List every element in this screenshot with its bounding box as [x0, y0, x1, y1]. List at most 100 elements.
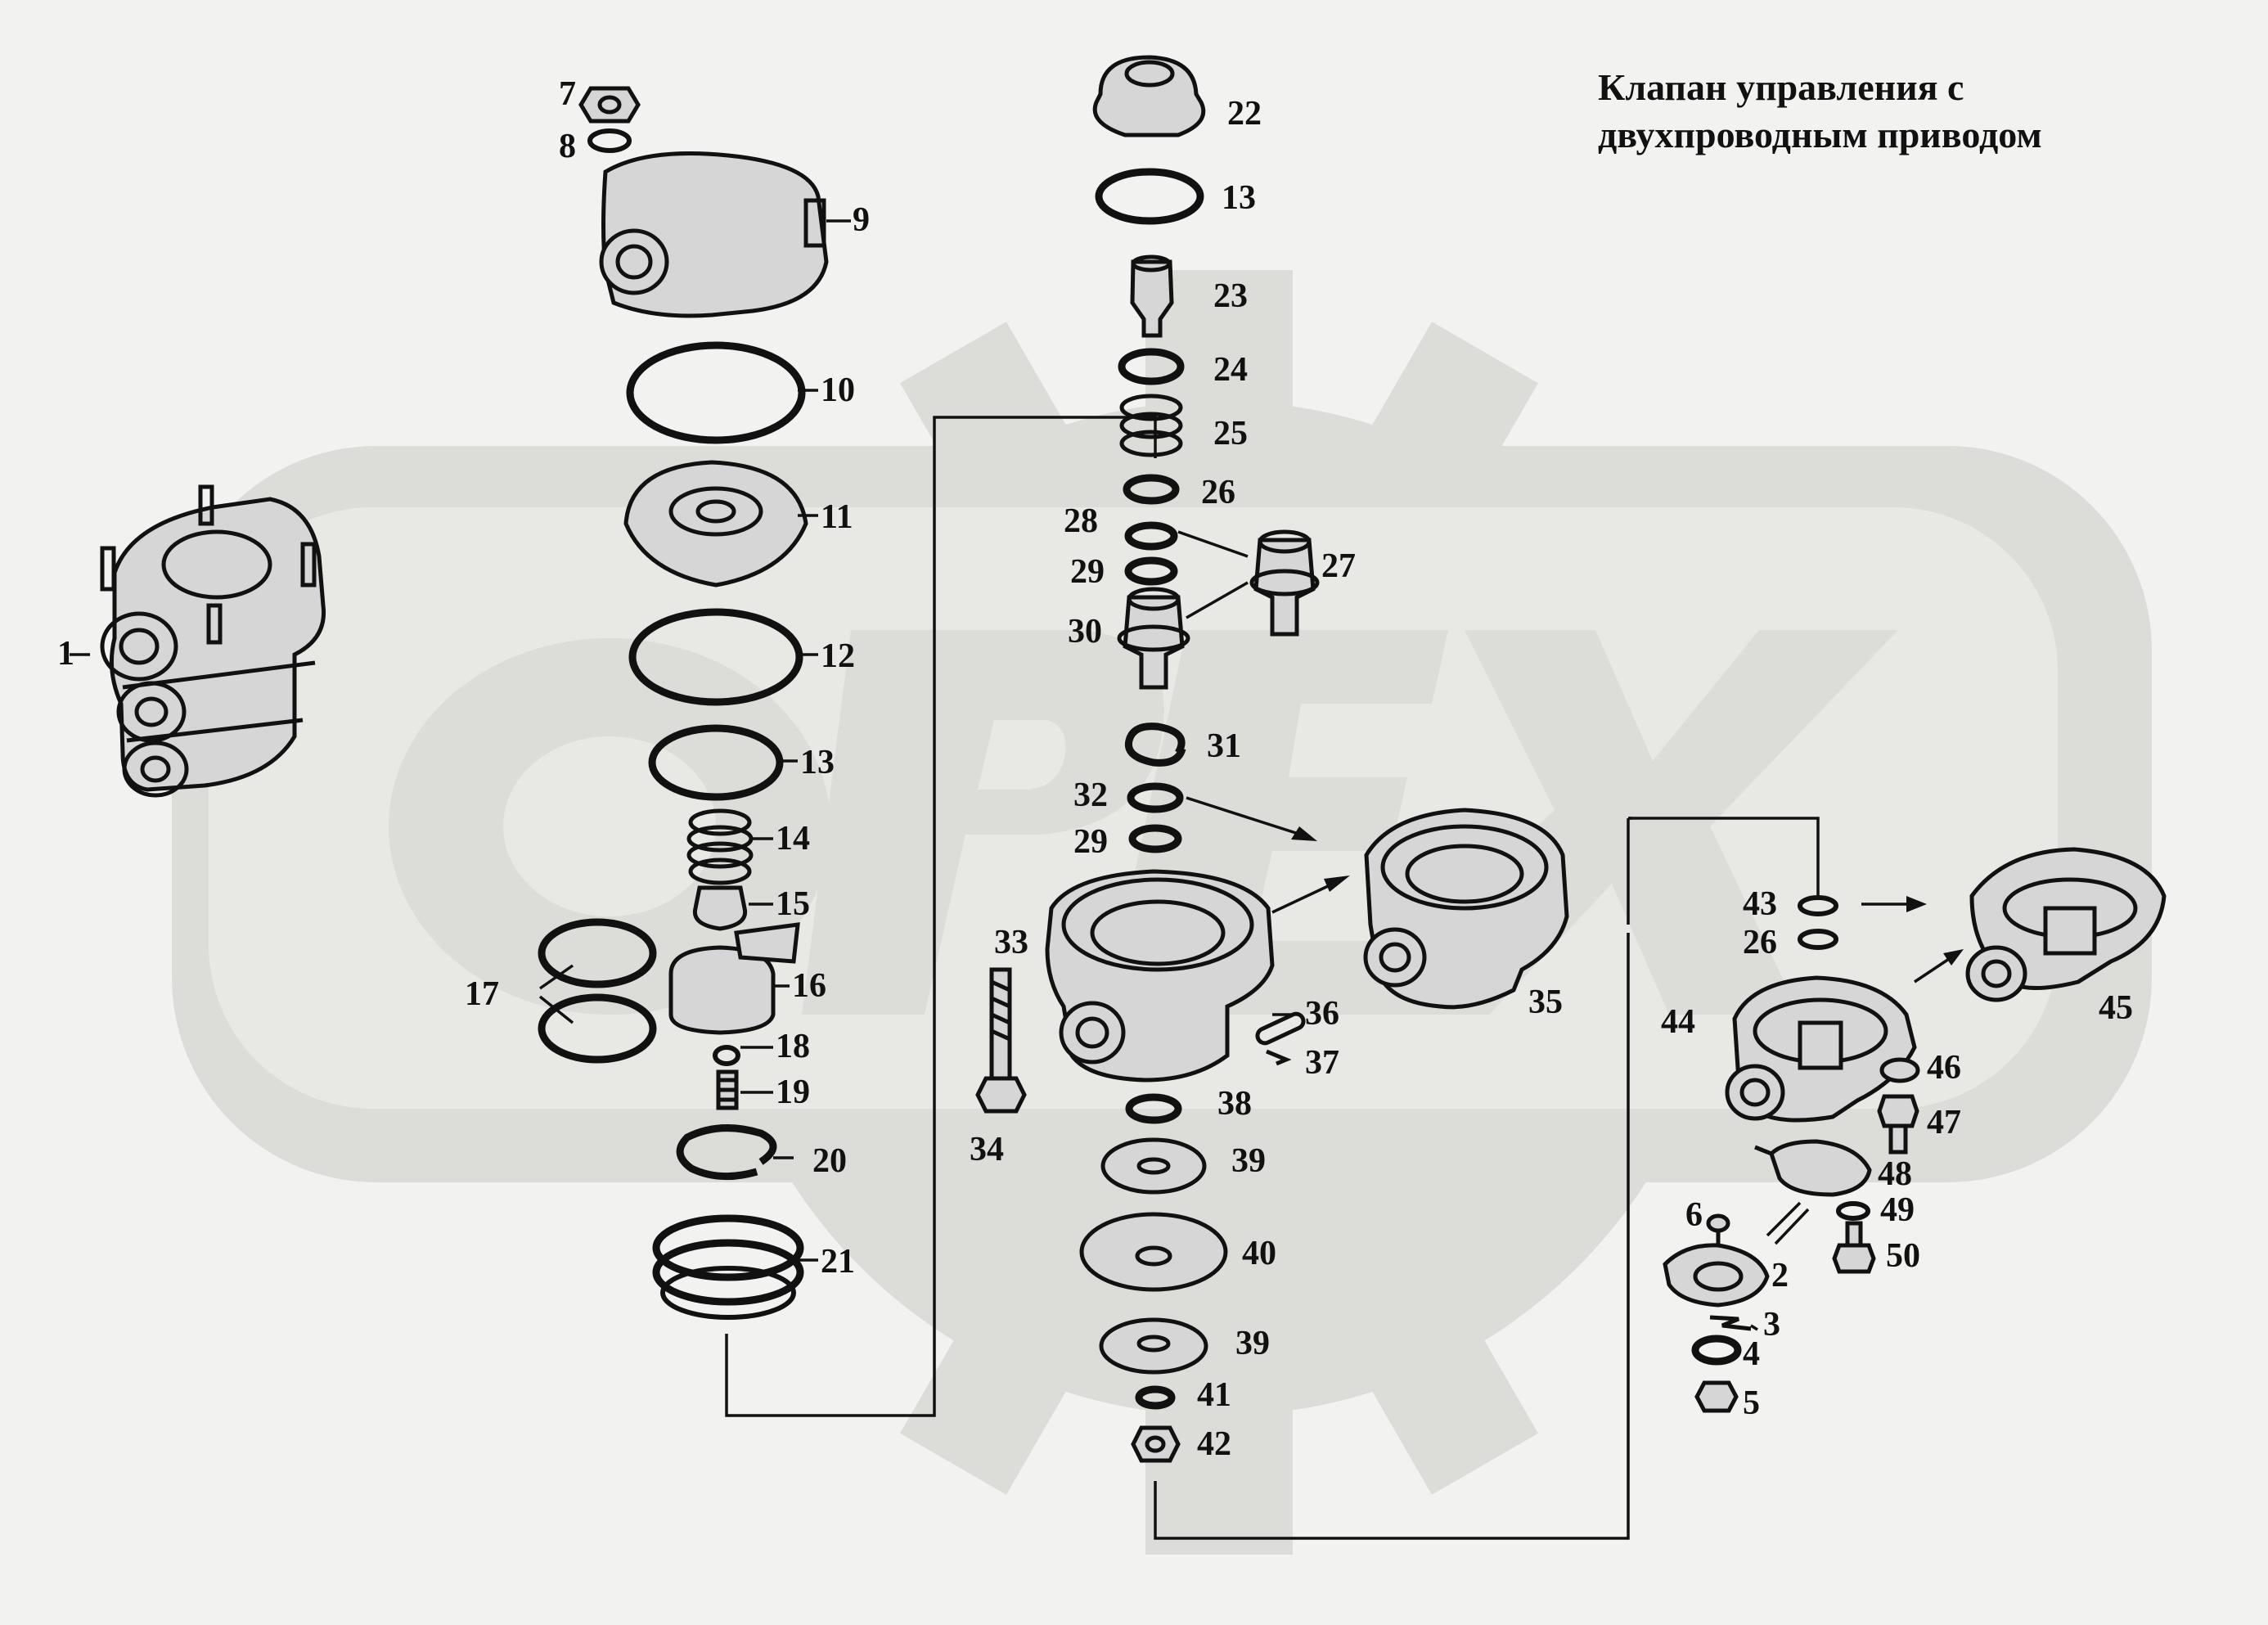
part-38-o-ring: [1125, 1093, 1182, 1124]
callout-40: 40: [1242, 1235, 1276, 1272]
callout-8: 8: [559, 128, 576, 165]
part-34-bolt: [975, 967, 1027, 1114]
part-25-spring: [1119, 394, 1183, 457]
callout-38: 38: [1217, 1085, 1252, 1123]
part-39-disc: [1100, 1137, 1207, 1195]
callout-17: 17: [465, 975, 499, 1013]
callout-41: 41: [1197, 1376, 1231, 1414]
part-11-diaphragm: [623, 460, 808, 587]
part-37-clip: [1266, 1049, 1292, 1066]
callout-23: 23: [1213, 277, 1248, 315]
callout-28: 28: [1064, 502, 1098, 540]
leader-lines: [70, 219, 1964, 1331]
callout-48: 48: [1878, 1155, 1912, 1193]
callout-14: 14: [776, 820, 810, 858]
part-28-o-ring: [1124, 521, 1178, 551]
part-22-boot: [1092, 55, 1206, 137]
callout-12: 12: [821, 637, 855, 675]
watermark-logo: [172, 270, 2152, 1555]
part-30-valve-body: [1117, 587, 1190, 690]
part-41-washer: [1135, 1385, 1176, 1410]
callout-32: 32: [1073, 776, 1108, 814]
callout-5: 5: [1743, 1384, 1760, 1422]
part-49-washer: [1836, 1201, 1870, 1221]
part-26-o-ring: [1123, 474, 1180, 505]
callout-30: 30: [1068, 613, 1102, 650]
callout-47: 47: [1927, 1104, 1961, 1141]
callout-37: 37: [1305, 1044, 1339, 1082]
callout-22: 22: [1227, 95, 1262, 133]
part-45-cover: [1965, 847, 2167, 1002]
part-15-valve-cap: [692, 885, 748, 931]
part-39b-disc: [1099, 1317, 1208, 1375]
part-18-ball: [713, 1045, 740, 1066]
part-17-seal-rings: [538, 918, 657, 1064]
callout-2: 2: [1771, 1257, 1789, 1294]
part-4-washer: [1691, 1335, 1742, 1366]
callout-42: 42: [1197, 1425, 1231, 1463]
part-5-nut: [1694, 1380, 1739, 1413]
part-2-clamp: [1663, 1243, 1770, 1308]
part-46-washer: [1879, 1057, 1920, 1083]
assembly-frame-lines: [725, 416, 1820, 1540]
callout-26-right: 26: [1743, 924, 1777, 961]
part-47-bolt: [1877, 1094, 1919, 1155]
callout-18: 18: [776, 1028, 810, 1065]
part-48-clamp: [1754, 1139, 1872, 1197]
callout-19: 19: [776, 1074, 810, 1111]
callout-10: 10: [821, 371, 855, 409]
watermark-text: OPEX: [1800, 1603, 1802, 1605]
part-12-seal-ring: [628, 608, 803, 706]
part-10-seal-ring: [626, 341, 806, 444]
part-26b-o-ring: [1798, 929, 1838, 950]
part-21-spring-ring: [652, 1214, 804, 1320]
part-8-washer: [587, 128, 632, 153]
callout-44: 44: [1661, 1003, 1695, 1041]
callout-39-lower: 39: [1235, 1325, 1270, 1362]
part-27-valve-body: [1249, 529, 1320, 637]
callout-27: 27: [1321, 547, 1356, 585]
callout-13-center: 13: [1222, 179, 1256, 217]
part-50-bolt: [1832, 1221, 1876, 1274]
part-29-o-ring: [1124, 556, 1178, 586]
callout-24: 24: [1213, 351, 1248, 389]
callout-4: 4: [1743, 1335, 1760, 1373]
callout-7: 7: [559, 75, 576, 113]
callout-36: 36: [1305, 995, 1339, 1033]
part-40-diaphragm: [1079, 1212, 1228, 1292]
part-20-retaining-ring: [676, 1124, 777, 1181]
callout-25: 25: [1213, 415, 1248, 452]
callout-46: 46: [1927, 1049, 1961, 1087]
part-42-nut: [1131, 1425, 1181, 1463]
part-3-spring-clip: [1709, 1315, 1752, 1331]
title-line-1: Клапан управления с: [1598, 66, 1964, 108]
callout-31: 31: [1207, 727, 1241, 765]
callout-labels: 1 7 8 9 10 11 12 13 14 15 16 17 18 19 20…: [57, 75, 2133, 1463]
part-31-retaining-ring: [1124, 722, 1186, 767]
callout-21: 21: [821, 1243, 855, 1281]
part-14-spring: [686, 808, 754, 885]
callout-9: 9: [853, 201, 870, 239]
callout-6: 6: [1685, 1196, 1703, 1234]
callout-35: 35: [1528, 984, 1563, 1021]
callout-26-center: 26: [1201, 474, 1235, 511]
callout-39-upper: 39: [1231, 1142, 1266, 1180]
callout-1: 1: [57, 635, 74, 673]
part-9-cover: [599, 151, 829, 318]
callout-13-left: 13: [800, 744, 835, 781]
part-44-housing: [1725, 975, 1917, 1123]
part-24-washer: [1118, 348, 1185, 385]
callout-3: 3: [1763, 1306, 1780, 1344]
callout-49: 49: [1880, 1191, 1915, 1229]
part-23-plunger: [1130, 254, 1174, 338]
part-29b-o-ring: [1128, 824, 1182, 853]
part-1-assembled-valve: [100, 484, 326, 798]
callout-11: 11: [821, 498, 853, 536]
callout-33: 33: [994, 924, 1028, 961]
part-35-housing: [1363, 808, 1569, 1010]
part-13-center-seal-ring: [1095, 168, 1204, 225]
callout-20: 20: [812, 1142, 847, 1180]
part-16-piston: [668, 922, 800, 1035]
